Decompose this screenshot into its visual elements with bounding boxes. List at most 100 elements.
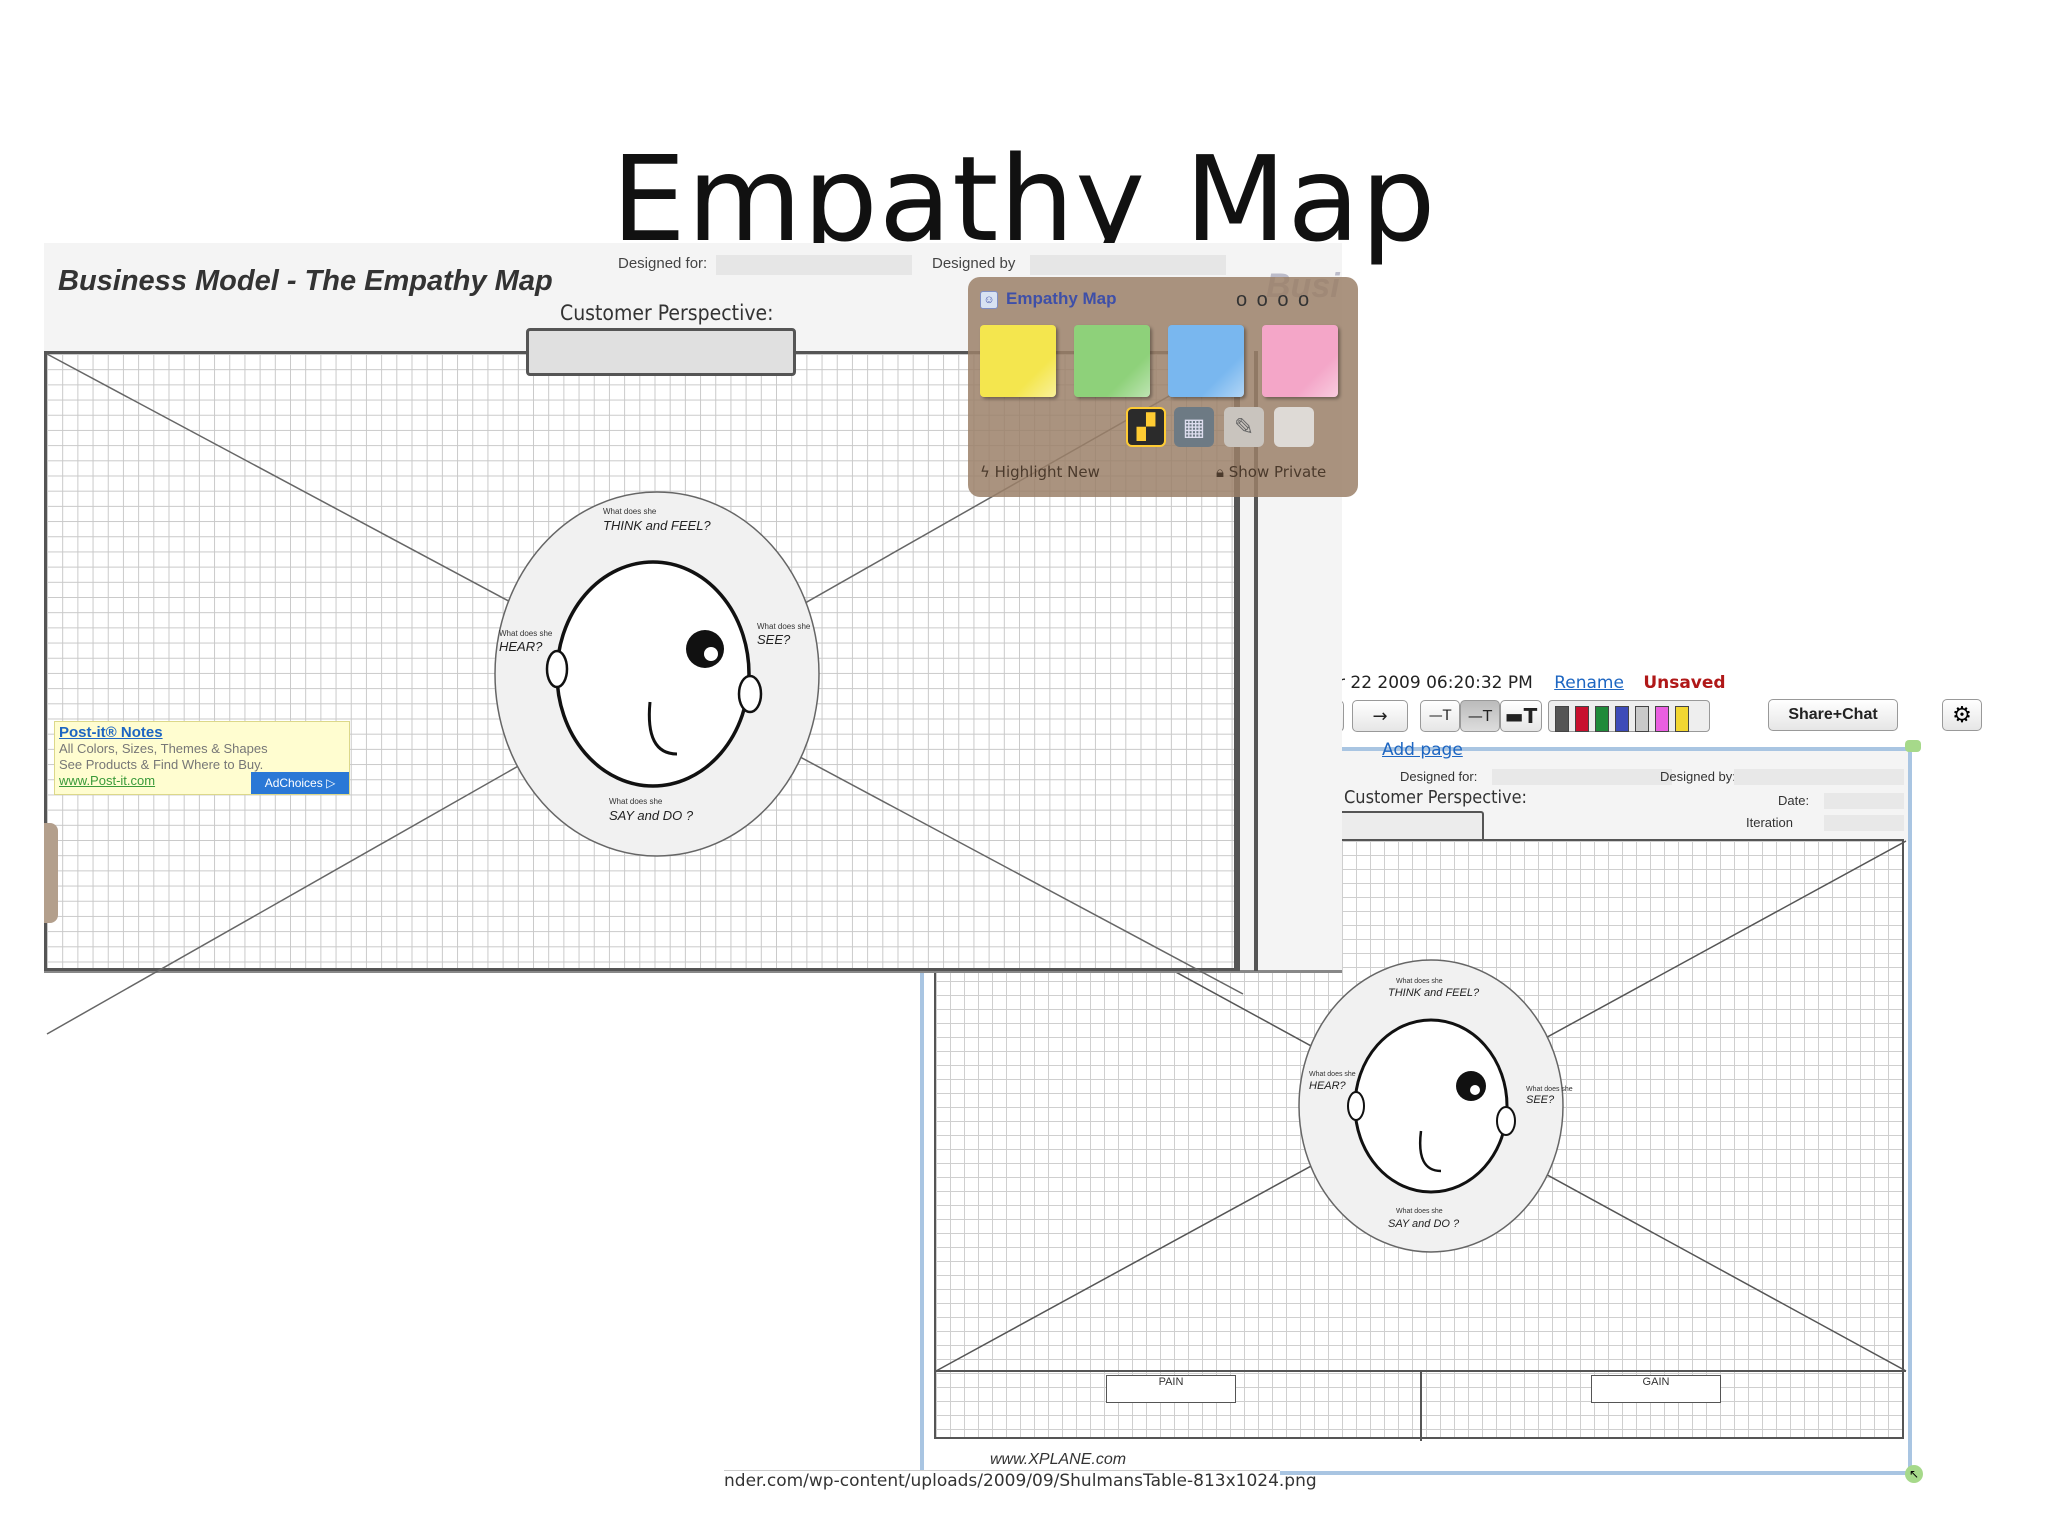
eye-highlight [1470,1085,1480,1095]
ear-shape [737,674,763,714]
ad-line: All Colors, Sizes, Themes & Shapes [59,741,268,756]
thick-line-icon: ▬T [1504,704,1538,728]
app-icon: ☺ [980,291,998,309]
url-fragment: nder.com/wp-content/uploads/2009/09/Shul… [724,1470,1317,1494]
pain-box: PAIN [1106,1375,1236,1403]
timestamp: r 22 2009 06:20:32 PM [1338,673,1533,693]
sticky-note-palette[interactable]: ☺ Empathy Map o o o o ▞ ▦ ✎ ϟ Highlight … [968,277,1358,497]
highlight-new-toggle[interactable]: ϟ Highlight New [980,463,1100,481]
panel-rail [1254,351,1258,971]
ad-banner[interactable]: Post-it® Notes All Colors, Sizes, Themes… [54,721,350,795]
sticky-note-pink[interactable] [1262,325,1338,397]
attach-tool-button[interactable]: ✎ [1224,407,1264,447]
medium-line-button[interactable]: —T [1460,700,1500,732]
eye-shape [686,630,724,668]
date-label: Date: [1778,793,1810,808]
lock-icon: 🔒︎ [1216,463,1229,481]
color-swatch[interactable] [1595,706,1609,732]
sticky-note-green[interactable] [1074,325,1150,397]
customer-perspective-label: Customer Perspective: [1344,787,1527,808]
image-tool-button[interactable]: ▞ [1126,407,1166,447]
color-swatch[interactable] [1635,706,1649,732]
hear-label: HEAR? [1309,1080,1347,1092]
eye-shape [1456,1071,1486,1101]
show-private-toggle[interactable]: 🔒︎ Show Private [1216,463,1326,481]
thin-line-button[interactable]: —T [1420,700,1460,732]
gain-label: GAIN [1642,1376,1670,1388]
ear-shape [545,649,569,689]
color-swatch[interactable] [1575,706,1589,732]
think-question: What does she [603,507,657,516]
lightning-icon: ϟ [980,463,995,481]
designed-by-field[interactable] [1030,255,1226,275]
think-feel-label: THINK and FEEL? [1388,987,1480,999]
thin-line-icon: —T [1428,708,1452,724]
say-question: What does she [609,797,663,806]
date-field[interactable] [1824,793,1904,809]
say-do-label: SAY and DO ? [1388,1218,1460,1230]
see-label: SEE? [757,632,791,647]
ad-link[interactable]: www.Post-it.com [59,773,156,788]
rename-link[interactable]: Rename [1554,673,1624,693]
sticky-note-blue[interactable] [1168,325,1244,397]
thick-line-button[interactable]: ▬T [1500,700,1542,732]
see-question: What does she [1526,1086,1573,1093]
pain-label: PAIN [1158,1376,1184,1388]
video-tool-button[interactable]: ▦ [1174,407,1214,447]
head-circle [555,560,751,788]
designed-by-label: Designed by: [1660,769,1736,784]
designed-for-field[interactable] [716,255,912,275]
hear-question: What does she [499,629,553,638]
think-question: What does she [1396,978,1443,985]
sticky-note-yellow[interactable] [980,325,1056,397]
side-panel-handle[interactable] [44,823,58,923]
status-bar: r 22 2009 06:20:32 PM Rename Unsaved [1338,673,2038,703]
arrow-tool-button[interactable]: → [1352,700,1408,732]
resize-handle[interactable] [1905,740,1921,752]
resize-arrow-icon: ↖ [1908,1467,1920,1481]
film-icon: ▦ [1182,413,1206,441]
footer-brand: www.XPLANE.com [990,1451,1127,1468]
window-controls-icon[interactable]: o o o o [1236,289,1312,311]
blank-tool-button[interactable] [1274,407,1314,447]
arrow-right-icon: → [1372,705,1388,727]
toolbar: → —T —T ▬T [1324,698,1978,736]
settings-button[interactable]: ⚙ [1942,699,1982,731]
color-swatch[interactable] [1655,706,1669,732]
ear-shape [1347,1091,1365,1121]
ear-shape [1496,1106,1516,1136]
hear-label: HEAR? [499,639,543,654]
smile-shape [647,701,678,756]
resize-handle[interactable]: ↖ [1905,1465,1923,1483]
map-diagram: What does she THINK and FEEL? What does … [935,840,1907,1441]
hear-question: What does she [1309,1071,1356,1078]
iteration-field[interactable] [1824,815,1904,831]
panel-rail [1234,351,1238,971]
smile-shape [1418,1130,1442,1173]
designed-by-field[interactable] [1734,769,1904,785]
designed-for-label: Designed for: [618,255,708,272]
color-swatch-group [1548,700,1710,732]
designed-by-label: Designed by [932,255,1016,272]
customer-perspective-label: Customer Perspective: [560,301,774,325]
head-circle [1353,1018,1509,1194]
say-do-label: SAY and DO ? [609,808,694,823]
ad-choices-button[interactable]: AdChoices ▷ [251,772,349,794]
map-title: Business Model - The Empathy Map [58,265,553,297]
see-label: SEE? [1526,1094,1555,1106]
customer-perspective-field[interactable] [526,328,796,376]
see-question: What does she [757,622,811,631]
image-icon: ▞ [1136,413,1156,441]
paperclip-icon: ✎ [1233,413,1255,441]
palette-title: Empathy Map [1006,289,1117,308]
share-chat-button[interactable]: Share+Chat [1768,699,1898,731]
color-swatch[interactable] [1615,706,1629,732]
color-swatch[interactable] [1555,706,1569,732]
add-page-link[interactable]: Add page [1382,740,1463,760]
designed-for-field[interactable] [1492,769,1672,785]
ad-title[interactable]: Post-it® Notes [59,724,163,741]
show-private-label: Show Private [1228,463,1327,481]
iteration-label: Iteration [1746,815,1793,830]
left-screenshot: Business Model - The Empathy Map Designe… [44,243,1358,1035]
color-swatch[interactable] [1675,706,1689,732]
